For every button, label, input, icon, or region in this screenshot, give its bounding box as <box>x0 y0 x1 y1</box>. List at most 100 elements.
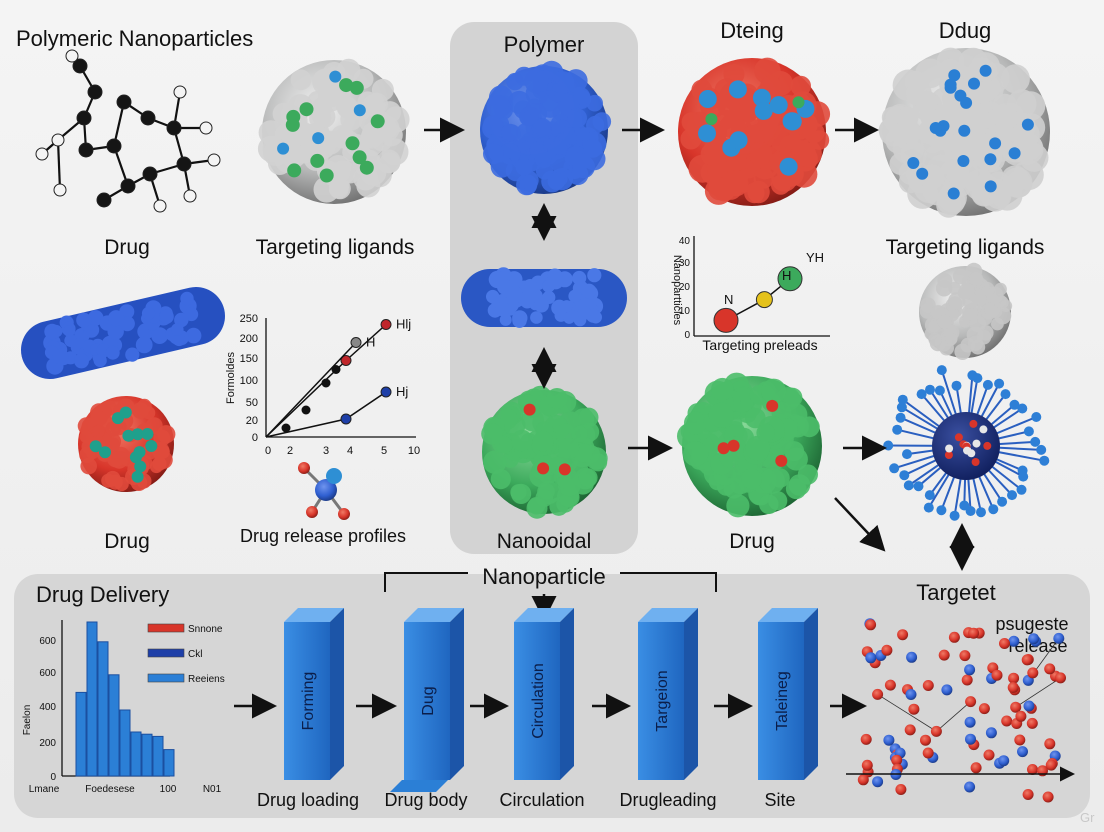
network-atom <box>905 689 917 700</box>
data-point <box>321 378 331 388</box>
particle-dot <box>287 163 302 178</box>
y-tick-label: 400 <box>39 702 56 713</box>
particle-bead <box>567 108 587 128</box>
particle-dot <box>370 114 385 129</box>
particle-bead <box>515 158 533 176</box>
spiky-dot <box>983 441 992 450</box>
network-atom <box>1010 701 1022 713</box>
particle-bead <box>91 425 105 439</box>
network-atom <box>1042 791 1054 803</box>
particle-bead <box>962 164 991 193</box>
y-tick-label: 200 <box>240 333 258 345</box>
network-atom <box>964 716 976 728</box>
network-atom <box>983 749 995 761</box>
network-atom <box>1028 633 1040 645</box>
y-tick-label: 40 <box>679 236 691 247</box>
network-atom <box>938 649 950 661</box>
particle-bead <box>747 180 770 204</box>
targetet-title: Targetet <box>916 580 996 605</box>
rod-bead <box>180 291 194 306</box>
scatter-point <box>755 291 773 309</box>
rod-bead <box>171 323 184 336</box>
dteing-title: Dteing <box>720 18 784 43</box>
y-tick-label: 250 <box>240 313 258 325</box>
particle-dot <box>728 80 747 99</box>
particle-bead <box>267 151 292 175</box>
particle-bead <box>799 416 820 438</box>
bond <box>56 139 62 191</box>
x-tick-label: N01 <box>203 784 222 795</box>
rod-bead <box>547 273 564 290</box>
x-tick-label: 3 <box>323 445 329 457</box>
hydrogen-atom <box>207 153 221 167</box>
release-network <box>857 618 1066 803</box>
carbon-atom <box>176 156 192 172</box>
spike-tip <box>1039 455 1050 466</box>
network-atom <box>895 784 907 795</box>
carbon-atom <box>142 166 158 182</box>
y-tick-label: 0 <box>684 330 690 341</box>
arrow-6 <box>834 497 886 552</box>
particle-bead <box>132 402 149 419</box>
series-point <box>380 386 392 398</box>
rod-bead <box>488 270 506 289</box>
histogram-bar <box>86 621 98 777</box>
network-atom <box>922 747 934 759</box>
box-top <box>514 608 574 622</box>
stage-caption: Drug loading <box>257 790 359 810</box>
network-atom <box>961 674 973 686</box>
particle-bead <box>378 101 402 124</box>
particle-bead <box>741 468 762 490</box>
particle-dot <box>948 69 961 82</box>
particle-bead <box>531 118 551 138</box>
particle-bead <box>483 450 507 474</box>
box-top <box>758 608 818 622</box>
particle-bead <box>759 468 785 494</box>
histogram-bar <box>141 733 153 777</box>
particle-dot <box>984 153 997 166</box>
stage-caption: Circulation <box>499 790 584 810</box>
particle-dot <box>957 155 970 167</box>
particle-bead <box>954 343 971 360</box>
hydrogen-atom <box>183 189 197 203</box>
particle-bead <box>290 69 312 91</box>
particle-bead <box>152 456 167 471</box>
network-bond <box>1015 677 1061 708</box>
particle-bead <box>572 155 595 179</box>
particle-bead <box>761 378 787 404</box>
y-tick-label: 0 <box>252 432 258 444</box>
rod-bead <box>125 347 140 362</box>
y-tick-label: 0 <box>50 772 56 783</box>
particle-dot <box>752 88 771 107</box>
rod-bead <box>44 323 60 340</box>
particle-dot <box>349 80 364 95</box>
y-tick-label: 20 <box>679 282 691 293</box>
y-tick-label: 20 <box>246 415 258 427</box>
particle-bead <box>711 377 734 401</box>
rod-bead <box>151 327 169 344</box>
network-atom <box>1045 759 1057 771</box>
particle-dot <box>766 399 779 412</box>
particle-bead <box>546 81 568 103</box>
spiky-dot <box>963 446 972 455</box>
network-atom <box>883 734 895 746</box>
particle-bead <box>945 332 958 346</box>
particle-bead <box>551 119 573 142</box>
network-atom <box>1021 654 1033 666</box>
particle-bead <box>894 118 921 146</box>
spike-tip <box>936 365 947 376</box>
atom <box>338 508 350 520</box>
atom <box>326 468 342 484</box>
rod-bead <box>185 327 202 344</box>
nanoparticle-bracket <box>384 572 717 592</box>
particle-dot <box>89 440 102 453</box>
stage-caption: Site <box>764 790 795 810</box>
y-tick-label: 10 <box>679 306 691 317</box>
rod-bead <box>560 300 573 313</box>
box-side <box>560 608 574 780</box>
box-side <box>450 608 464 780</box>
particle-bead <box>483 143 504 165</box>
particle-bead <box>937 314 952 329</box>
network-atom <box>897 629 909 641</box>
